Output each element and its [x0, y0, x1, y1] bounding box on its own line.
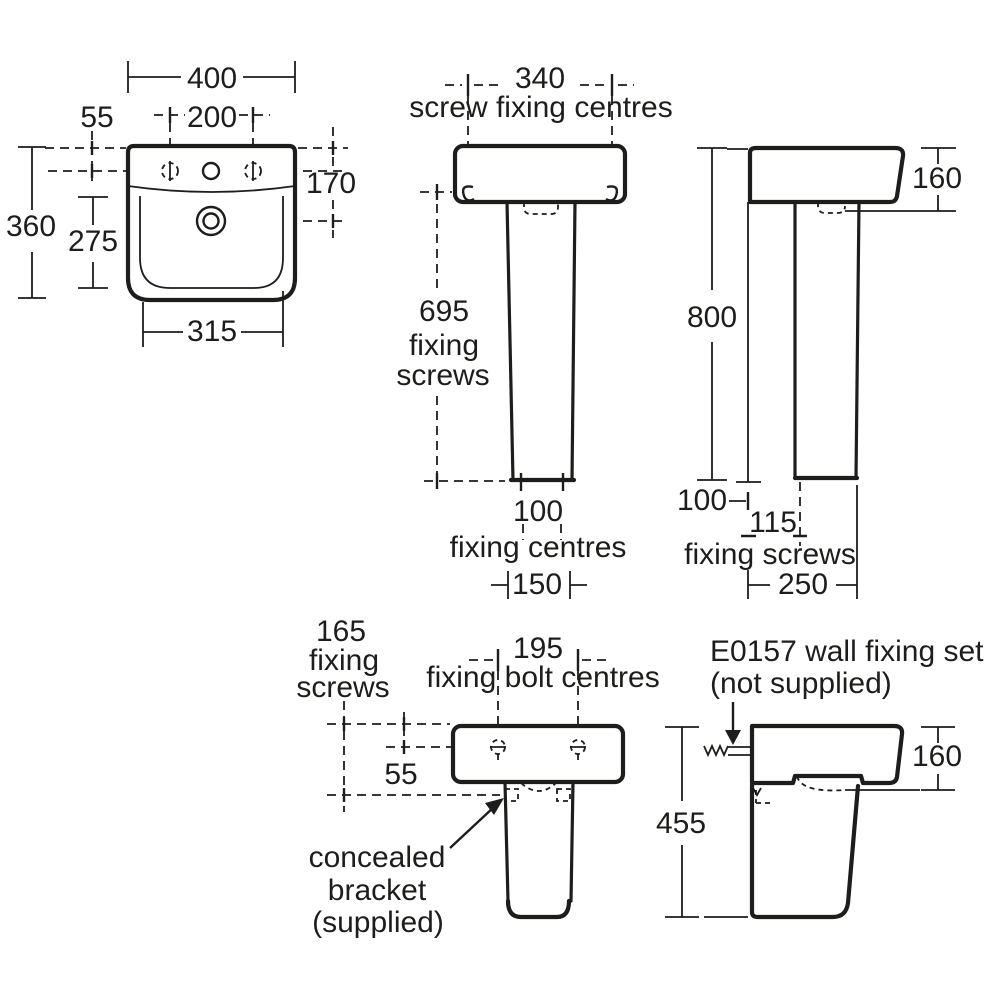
- basin-front-outline: [452, 143, 628, 205]
- bracket-label-line2: bracket: [328, 874, 427, 907]
- basin-plan-bowl-outline: [139, 196, 284, 289]
- plan-view: 400 200 55 170: [6, 61, 356, 348]
- side-dim-base-depth: 250: [747, 485, 858, 601]
- plan-width-value: 400: [187, 62, 237, 95]
- tap-hole: [201, 161, 221, 181]
- semi-side-dim-pedestal-height: 455: [656, 726, 748, 918]
- front-dim-base-centres: 100 fixing centres: [450, 473, 627, 564]
- semi-front-fixing-height-value: 165: [316, 615, 366, 648]
- concealed-bracket-callout: concealed bracket (supplied): [309, 798, 504, 939]
- semi-basin-front-outline: [450, 723, 626, 785]
- semi-front-fixing-word: fixing: [309, 644, 379, 677]
- front-screw-centres-value: 340: [515, 62, 565, 95]
- semi-pedestal-side-outline: [749, 782, 861, 920]
- semi-front-screws-word: screws: [296, 671, 389, 704]
- wall-fixing-screw-icon: [703, 743, 751, 758]
- front-fixing-word: fixing: [409, 329, 479, 362]
- semi-basin-side-outline: [749, 723, 905, 786]
- semi-side-dim-basin-height: 160: [912, 726, 962, 791]
- plan-tap-centres-value: 200: [187, 101, 237, 134]
- drain-hole: [195, 205, 227, 237]
- wall-fixing-label-line1: E0157 wall fixing set: [710, 635, 984, 668]
- plan-dim-depth: 360: [6, 146, 56, 299]
- pedestal-front-view: 340 screw fixing centres 695 fixing scre…: [396, 62, 672, 601]
- pedestal-side-outline: [792, 200, 861, 481]
- plan-left-offset-value: 55: [80, 101, 113, 134]
- screw-hook-right: [605, 185, 619, 202]
- plan-dim-tap-centres: 200: [154, 101, 270, 161]
- bracket-label-line3: (supplied): [312, 906, 444, 939]
- semi-side-basin-height-value: 160: [912, 740, 962, 773]
- trap-hidden-outline-semi: [796, 775, 846, 792]
- wall-fixing-label-line2: (not supplied): [710, 667, 892, 700]
- semi-front-bracket-offset-value: 55: [384, 758, 417, 791]
- front-base-centres-value: 100: [513, 495, 563, 528]
- plan-dim-bowl-width: 315: [142, 291, 284, 348]
- side-screw-offset-value: 115: [749, 506, 797, 539]
- plan-depth-value: 360: [6, 210, 56, 243]
- front-dim-screw-centres: 340 screw fixing centres: [409, 62, 673, 186]
- front-dim-fixing-height: 695 fixing screws: [396, 184, 505, 489]
- side-back-offset-value: 100: [677, 484, 727, 517]
- side-basin-height-value: 160: [912, 162, 962, 195]
- concealed-bracket-symbols: [504, 782, 571, 802]
- semi-side-pedestal-height-value: 455: [656, 807, 706, 840]
- front-screw-centres-label: screw fixing centres: [409, 91, 672, 124]
- front-screws-word: screws: [396, 359, 489, 392]
- bracket-label-line1: concealed: [309, 841, 446, 874]
- hidden-bracket-symbol-side: [752, 787, 773, 804]
- pedestal-side-view: 160 800 100 115 fixing screws 250: [677, 145, 962, 601]
- plan-bowl-depth-value: 275: [68, 225, 118, 258]
- semi-pedestal-side-view: E0157 wall fixing set (not supplied) 160…: [656, 635, 984, 920]
- bracket-arrowhead: [485, 798, 504, 815]
- semi-front-dim-fixing-height: 165 fixing screws: [296, 615, 500, 812]
- bolt-hole-right: [570, 739, 586, 760]
- plan-bowl-width-value: 315: [187, 315, 237, 348]
- wall-fixing-callout: E0157 wall fixing set (not supplied): [710, 635, 984, 745]
- front-base-centres-label: fixing centres: [450, 531, 627, 564]
- semi-front-bolt-centres-label: fixing bolt centres: [426, 661, 659, 694]
- semi-front-bolt-centres-value: 195: [513, 632, 563, 665]
- side-fixing-screws-label: fixing screws: [684, 538, 856, 571]
- basin-plan-outline: [125, 143, 298, 303]
- semi-front-dim-bolt-centres: 195 fixing bolt centres: [426, 632, 660, 739]
- screw-hook-left: [461, 185, 475, 202]
- front-fixing-height-value: 695: [419, 295, 469, 328]
- side-dim-overall-height: 800: [687, 147, 748, 481]
- pedestal-back-line: [736, 202, 761, 483]
- side-dim-back-offset: 100: [677, 484, 750, 517]
- basin-side-outline: [747, 145, 906, 205]
- bolt-hole-left: [490, 739, 506, 760]
- side-dim-screw-offset: 115 fixing screws: [684, 482, 856, 571]
- side-base-depth-value: 250: [778, 568, 828, 601]
- basin-plan-ledge-line: [127, 185, 296, 193]
- fixing-hole-right: [244, 161, 262, 181]
- plan-dim-width: 400: [127, 61, 296, 95]
- fixing-hole-left: [161, 161, 179, 181]
- wall-fixing-arrowhead: [725, 730, 741, 745]
- plan-rim-to-drain-value: 170: [306, 167, 356, 200]
- front-dim-base-width: 150: [491, 568, 587, 601]
- plan-dim-bowl-depth: 275: [68, 196, 118, 289]
- plan-centrelines: [45, 127, 348, 238]
- side-dim-basin-height: 160: [912, 147, 962, 212]
- side-overall-height-value: 800: [687, 301, 737, 334]
- front-base-width-value: 150: [512, 568, 562, 601]
- semi-pedestal-front-view: 165 fixing screws 195 fixing bolt centre…: [296, 615, 659, 939]
